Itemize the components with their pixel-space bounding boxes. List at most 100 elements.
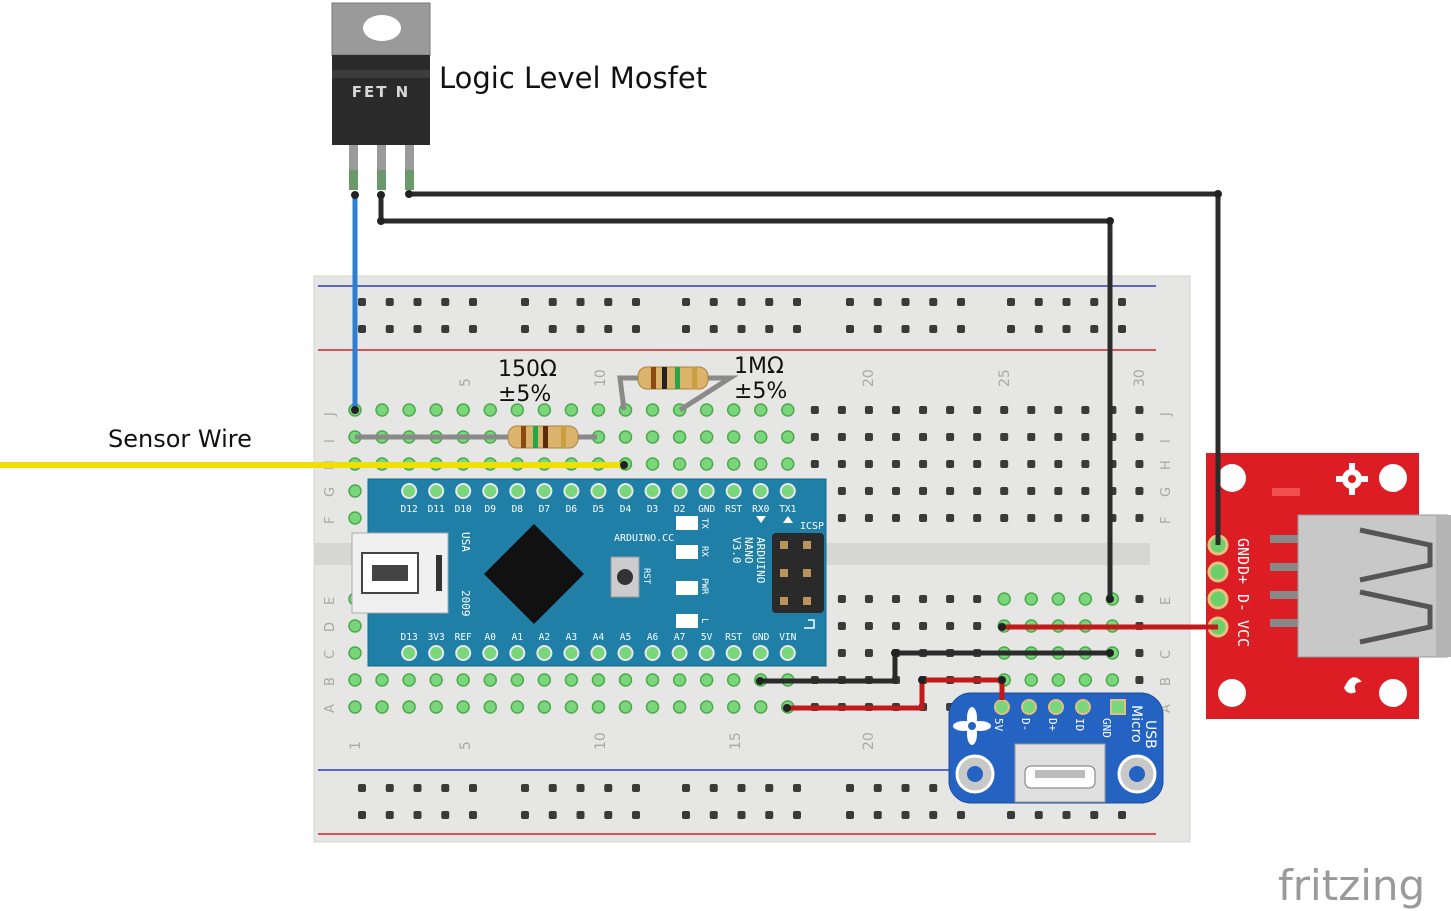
breadboard-hole [892, 460, 900, 468]
icsp-header [772, 533, 824, 613]
nano-pin [617, 645, 634, 661]
rail-hole [441, 298, 450, 306]
rail-hole [846, 298, 854, 306]
breadboard-hole [1027, 460, 1036, 468]
row-letter: C [323, 650, 338, 659]
connected-hole [645, 700, 660, 714]
nano-pin [428, 483, 445, 499]
connected-hole [1024, 673, 1038, 687]
nano-pin [725, 645, 742, 661]
breadboard-hole [1135, 676, 1144, 684]
rail-hole [682, 784, 690, 792]
nano-pin [617, 483, 634, 499]
usb-a-pin-label: D- [1234, 594, 1252, 612]
row-letter: G [1159, 487, 1174, 497]
usb-a-breakout: GND D+ D- VCC [1206, 453, 1451, 719]
nano-name-3: V3.0 [730, 537, 743, 564]
nano-top-pin-label: D8 [512, 504, 524, 515]
rail-hole [737, 298, 746, 306]
row-letter: C [1159, 650, 1174, 659]
connected-hole [618, 673, 633, 687]
wire-gnd-black [760, 650, 1110, 684]
connected-hole [726, 457, 741, 471]
breadboard-hole [919, 460, 928, 468]
usb-a-pin-label: VCC [1234, 620, 1252, 647]
breadboard-hole [1000, 487, 1009, 495]
usb-a-pin [1207, 561, 1229, 583]
usb-a-port [1297, 514, 1448, 658]
rail-hole [385, 811, 394, 819]
rail-hole [873, 298, 882, 306]
connected-hole [591, 673, 606, 687]
nano-top-pin-label: D3 [647, 504, 658, 515]
wire-bend-point [1106, 649, 1114, 657]
wire-bend-point [756, 677, 764, 685]
connected-hole [726, 403, 741, 417]
nano-top-pin-label: D4 [620, 504, 632, 515]
connected-hole [781, 430, 795, 444]
connected-hole [781, 403, 795, 417]
rail-hole [632, 784, 640, 792]
nano-pin [725, 483, 742, 499]
nano-bottom-pin-label: A5 [620, 632, 631, 643]
rail-hole [1090, 298, 1099, 306]
nano-bottom-pin-label: A7 [674, 632, 685, 643]
nano-bottom-pin-label: GND [752, 632, 769, 643]
connected-hole [456, 403, 470, 417]
breadboard-hole [919, 514, 928, 522]
connected-hole [564, 700, 579, 714]
breadboard-hole [946, 460, 955, 468]
rail-hole [413, 298, 422, 306]
rail-hole [1062, 298, 1071, 306]
rail-hole [846, 325, 854, 333]
connected-hole [618, 700, 633, 714]
nano-pin [482, 483, 499, 499]
connected-hole [456, 700, 470, 714]
breadboard-hole [973, 514, 982, 522]
nano-pin [536, 645, 553, 661]
usb-micro-pin [1110, 699, 1126, 715]
breadboard-hole [1000, 433, 1009, 441]
r2-value-label: 1MΩ [734, 354, 784, 379]
nano-top-pin-label: GND [698, 504, 715, 515]
rail-hole [1034, 325, 1043, 333]
rail-hole [469, 325, 477, 333]
connected-hole [726, 673, 741, 687]
mosfet-marking: FET N [352, 83, 411, 101]
rail-hole [709, 325, 718, 333]
icsp-label: ICSP [800, 521, 824, 532]
wire-bend-point [891, 649, 899, 657]
row-letter: I [1159, 439, 1174, 443]
connected-hole [754, 430, 768, 444]
rail-hole [632, 811, 640, 819]
rail-hole [632, 298, 640, 306]
rail-hole [548, 325, 557, 333]
rail-hole [441, 784, 450, 792]
connected-hole [781, 457, 795, 471]
col-number: 20 [861, 732, 877, 750]
wire-endpoints [351, 190, 1222, 712]
connected-hole [510, 403, 525, 417]
breadboard-hole [837, 460, 846, 468]
rail-hole [682, 325, 690, 333]
nano-pin [698, 483, 715, 499]
breadboard-hole [1054, 433, 1063, 441]
connected-hole [429, 673, 443, 687]
usb-micro-pin [1075, 699, 1091, 715]
led-label: RX [699, 546, 709, 557]
breadboard-hole [919, 433, 928, 441]
rail-hole [873, 811, 882, 819]
rail-hole [1034, 298, 1043, 306]
connected-hole [1105, 673, 1120, 687]
rail-hole [1034, 811, 1043, 819]
breadboard-hole [946, 433, 955, 441]
col-number: 25 [997, 369, 1013, 387]
nano-bottom-pin-label: A4 [593, 632, 605, 643]
rail-hole [576, 811, 585, 819]
row-letter: J [323, 412, 338, 417]
rail-hole [385, 298, 394, 306]
nano-top-pin-label: D2 [674, 504, 685, 515]
rail-hole [1090, 811, 1099, 819]
nano-top-pin-label: D5 [593, 504, 604, 515]
